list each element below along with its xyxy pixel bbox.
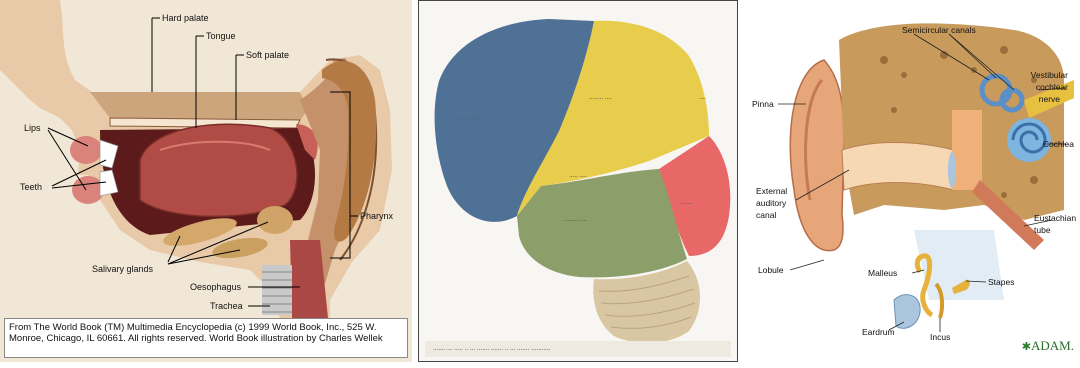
label-salivary-glands: Salivary glands [92,264,154,274]
svg-text:········ ····: ········ ···· [564,217,587,225]
middle-ear [952,110,982,190]
svg-text:····· ····: ····· ···· [569,173,587,181]
label-soft-palate: Soft palate [246,50,289,60]
label-malleus: Malleus [868,268,897,278]
label-hard-palate: Hard palate [162,13,209,23]
tongue [140,124,297,216]
label-semicircular-canals: Semicircular canals [902,25,976,35]
mouth-caption: From The World Book (TM) Multimedia Ency… [4,318,408,358]
label-pinna: Pinna [752,99,774,109]
label-stapes: Stapes [988,277,1014,287]
svg-text:········ ····: ········ ···· [589,95,612,103]
svg-text:····: ···· [699,95,706,103]
label-external-3: canal [756,210,776,220]
label-oesophagus: Oesophagus [190,282,242,292]
eardrum-in-canal [948,152,956,188]
label-eustachian-2: tube [1034,225,1051,235]
svg-text:·······: ······· [679,200,692,208]
label-vestibular-2: cochlear [1036,82,1068,92]
salivary-gland-3 [257,206,293,234]
label-external-2: auditory [756,198,787,208]
label-vestibular-1: Vestibular [1031,70,1068,80]
label-lips: Lips [24,123,41,133]
label-eardrum: Eardrum [862,327,895,337]
label-vestibular-3: nerve [1039,94,1061,104]
adam-star-icon: ✱ [1022,341,1031,353]
label-teeth: Teeth [20,182,42,192]
adam-logo: ✱ADAM. [1022,338,1074,354]
label-external-1: External [756,186,787,196]
label-tongue: Tongue [206,31,236,41]
svg-text:······ ····: ······ ···· [459,115,479,123]
eardrum [894,295,920,329]
ear-anatomy-panel: Semicircular canals Vestibular cochlear … [744,0,1080,362]
svg-text:······· ··· ····· ·· ··· ·····: ······· ··· ····· ·· ··· ······· ·······… [433,346,551,354]
label-eustachian-1: Eustachian [1034,213,1076,223]
brain-lobes-illustration: ······ ···· ········ ···· ····· ···· ···… [419,1,737,361]
mouth-anatomy-panel: Hard palate Tongue Soft palate Lips Teet… [0,0,412,362]
label-cochlea: Cochlea [1043,139,1074,149]
label-incus: Incus [930,332,950,342]
label-pharynx: Pharynx [360,211,394,221]
ear-canal [842,143,954,191]
label-trachea: Trachea [210,301,243,311]
brain-lobes-panel: ······ ···· ········ ···· ····· ···· ···… [418,0,738,362]
nasal-cavity [90,92,308,120]
lower-lip [72,176,104,204]
bottom-strip [0,362,1080,368]
ear-anatomy-illustration: Semicircular canals Vestibular cochlear … [744,0,1080,362]
mouth-anatomy-illustration: Hard palate Tongue Soft palate Lips Teet… [0,0,412,362]
label-lobule: Lobule [758,265,784,275]
